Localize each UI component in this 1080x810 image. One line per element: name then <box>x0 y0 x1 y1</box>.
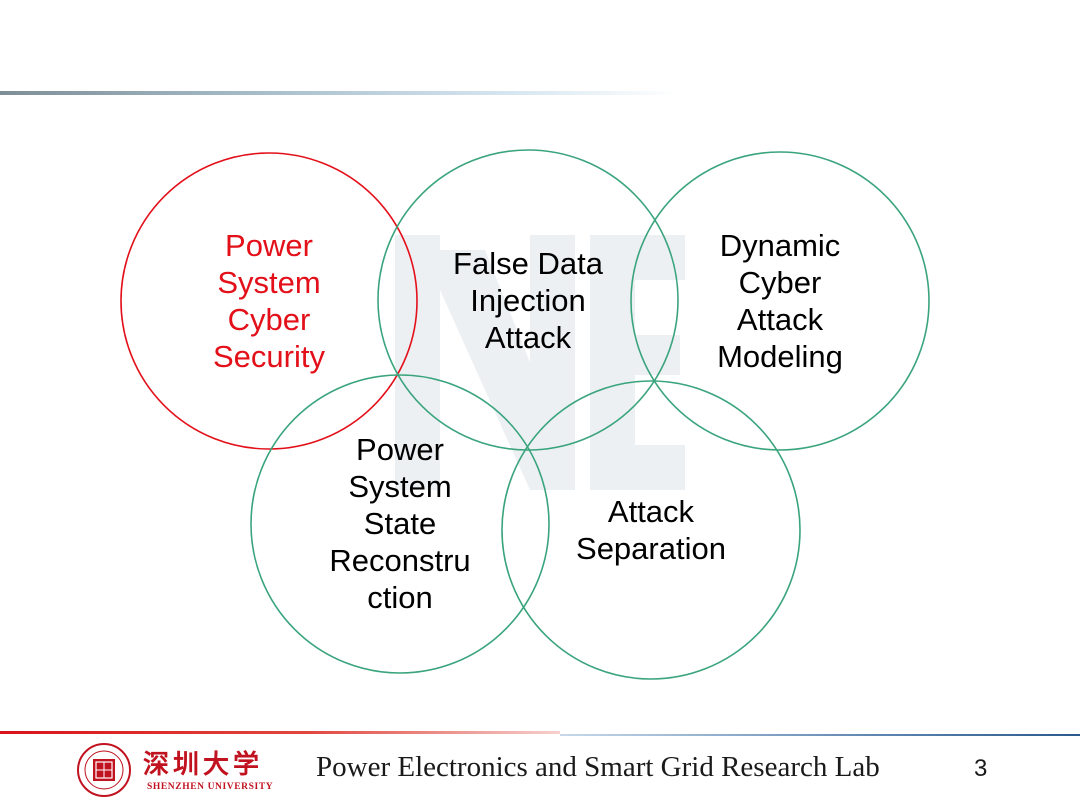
label-false-data-injection-attack: False Data Injection Attack <box>453 245 603 355</box>
circle-attack-separation <box>501 380 801 680</box>
circle-dynamic-modeling <box>630 151 930 451</box>
university-seal-icon <box>77 743 131 797</box>
circle-state-reconstruction <box>250 374 550 674</box>
circle-cyber-security <box>120 152 418 450</box>
lab-name: Power Electronics and Smart Grid Researc… <box>316 751 880 783</box>
top-rule <box>0 91 680 95</box>
label-power-system-state-reconstruction: Power System State Reconstru ction <box>329 431 471 615</box>
label-dynamic-cyber-attack-modeling: Dynamic Cyber Attack Modeling <box>717 228 843 374</box>
footer-rule-blue <box>560 734 1080 736</box>
university-logo: 深圳大学 SHENZHEN UNIVERSITY <box>76 742 296 802</box>
university-name-en: SHENZHEN UNIVERSITY <box>147 782 274 792</box>
page-number: 3 <box>974 755 988 782</box>
label-attack-separation: Attack Separation <box>576 494 726 566</box>
footer-rule-red <box>0 731 560 734</box>
label-power-system-cyber-security: Power System Cyber Security <box>213 228 325 374</box>
circle-false-data-injection <box>377 149 679 451</box>
university-name-cn: 深圳大学 <box>143 750 264 780</box>
lab-logo-watermark <box>395 235 685 490</box>
